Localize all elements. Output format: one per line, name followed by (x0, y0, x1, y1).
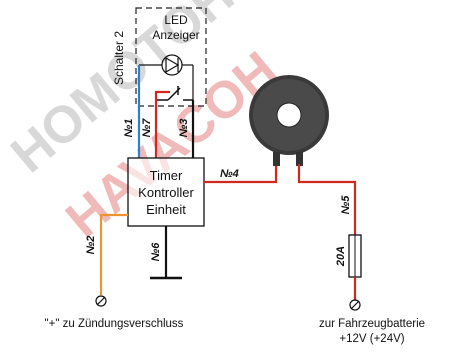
led-label-line1: LED (164, 13, 188, 27)
wire-label-3: №3 (178, 119, 190, 138)
timer-label-line1: Timer (150, 168, 183, 183)
timer-controller-box (127, 157, 205, 227)
battery-label-line1: zur Fahrzeugbatterie (319, 318, 425, 330)
led-label-line2: Anzeiger (152, 28, 199, 42)
timer-label-line3: Einheit (146, 202, 186, 217)
battery-label-line2: +12V (+24V) (339, 333, 404, 345)
wire-label-2: №2 (85, 236, 97, 255)
wire-label-6: №6 (150, 242, 162, 262)
wire-5-red (297, 164, 357, 235)
wire-7-red (154, 90, 170, 158)
wire-2-orange (99, 213, 128, 295)
wire-label-7: №7 (141, 118, 153, 138)
wire-label-4: №4 (220, 168, 239, 180)
wire-label-5: №5 (340, 195, 352, 215)
battery-terminal-icon (349, 299, 361, 311)
ignition-label: "+" zu Zündungsverschluss (45, 318, 184, 330)
wire-4-red (204, 163, 278, 184)
led-dashed-box (135, 7, 207, 107)
switch-icon (156, 86, 193, 101)
timer-label-line2: Kontroller (138, 185, 194, 200)
switch-label: Schalter 2 (112, 31, 126, 85)
ignition-terminal-icon (95, 295, 107, 307)
buzzer-icon (249, 75, 329, 166)
fuse-label: 20A (335, 246, 347, 267)
wire-label-1: №1 (123, 119, 135, 138)
